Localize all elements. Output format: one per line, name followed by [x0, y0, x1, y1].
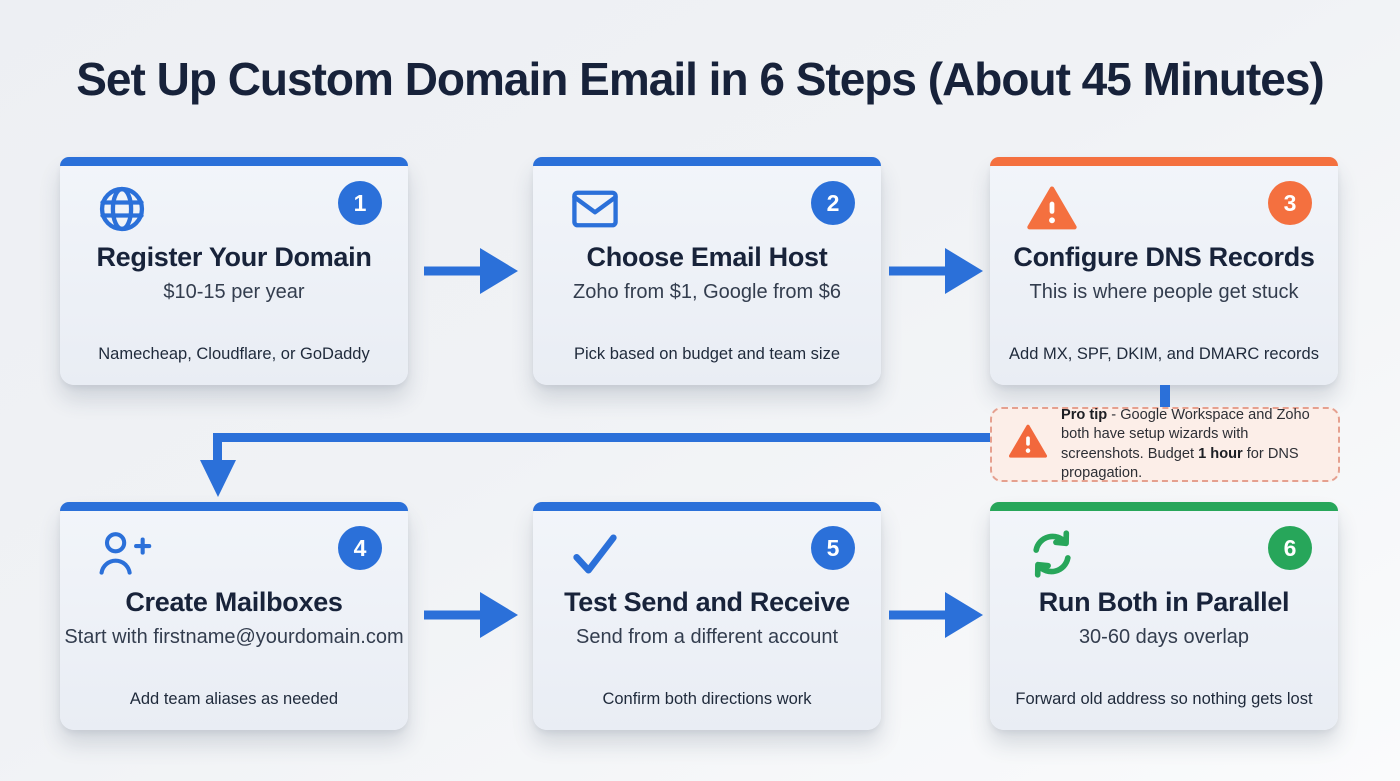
card-accent-bar — [533, 502, 881, 511]
arrow-step2-to-step3 — [889, 247, 983, 295]
protip-callout: Pro tip - Google Workspace and Zoho both… — [990, 407, 1340, 482]
step-number: 1 — [353, 189, 367, 216]
card-accent-bar — [533, 157, 881, 166]
step-number-badge: 6 — [1268, 526, 1312, 570]
step-subtitle: Start with firstname@yourdomain.com — [64, 626, 404, 648]
step-number-badge: 5 — [811, 526, 855, 570]
protip-label: Pro tip — [1061, 407, 1108, 423]
step-number: 3 — [1283, 189, 1297, 216]
protip-bold-duration: 1 hour — [1198, 445, 1243, 462]
arrow-down-to-step4 — [200, 460, 236, 497]
globe-icon — [96, 183, 148, 235]
card-accent-bar — [990, 157, 1338, 166]
step-subtitle: $10-15 per year — [163, 281, 305, 303]
card-accent-bar — [60, 157, 408, 166]
step-number-badge: 1 — [338, 181, 382, 225]
step-number: 2 — [826, 189, 840, 216]
step-title: Choose Email Host — [586, 242, 828, 272]
step-card-2: 2 Choose Email Host Zoho from $1, Google… — [533, 157, 881, 385]
card-accent-bar — [990, 502, 1338, 511]
arrow-step5-to-step6 — [889, 591, 983, 639]
protip-segment: for DNS propagation. — [1061, 445, 1299, 481]
person-plus-icon — [96, 528, 152, 580]
step-card-3: 3 Configure DNS Records This is where pe… — [990, 157, 1338, 385]
connector-row-wrap-horizontal — [213, 433, 990, 442]
step-title: Run Both in Parallel — [1038, 587, 1290, 617]
step-title: Create Mailboxes — [125, 587, 343, 617]
step-subtitle: 30-60 days overlap — [1078, 626, 1250, 648]
step-subtitle: Zoho from $1, Google from $6 — [573, 281, 841, 303]
step-title: Test Send and Receive — [564, 587, 850, 617]
protip-segment: - Google Workspace and Zoho both have se… — [1061, 407, 1310, 462]
check-icon — [569, 528, 621, 580]
step-footer: Forward old address so nothing gets lost — [1015, 690, 1313, 708]
step-subtitle: This is where people get stuck — [1029, 281, 1299, 303]
page-title: Set Up Custom Domain Email in 6 Steps (A… — [76, 53, 1324, 105]
step-subtitle: Send from a different account — [575, 626, 838, 648]
step-card-6: 6 Run Both in Parallel 30-60 days overla… — [990, 502, 1338, 730]
step-card-4: 4 Create Mailboxes Start with firstname@… — [60, 502, 408, 730]
step-footer: Add MX, SPF, DKIM, and DMARC records — [1009, 345, 1319, 363]
step-number-badge: 4 — [338, 526, 382, 570]
step-number-badge: 3 — [1268, 181, 1312, 225]
warning-icon — [1026, 183, 1078, 235]
arrow-step4-to-step5 — [424, 591, 518, 639]
step-footer: Pick based on budget and team size — [573, 345, 840, 363]
step-number: 4 — [353, 534, 367, 561]
connector-row-wrap-vertical — [213, 433, 222, 462]
connector-step3-to-protip — [1160, 385, 1170, 408]
card-accent-bar — [60, 502, 408, 511]
step-number: 5 — [826, 534, 840, 561]
step-footer: Confirm both directions work — [602, 690, 812, 708]
arrow-step1-to-step2 — [424, 247, 518, 295]
envelope-icon — [569, 183, 621, 235]
protip-text: Pro tip - Google Workspace and Zoho both… — [1061, 406, 1325, 483]
step-card-5: 5 Test Send and Receive Send from a diff… — [533, 502, 881, 730]
step-footer: Add team aliases as needed — [129, 690, 339, 708]
step-footer: Namecheap, Cloudflare, or GoDaddy — [98, 345, 370, 363]
step-number-badge: 2 — [811, 181, 855, 225]
sync-icon — [1026, 528, 1078, 580]
step-title: Configure DNS Records — [1013, 242, 1315, 272]
step-title: Register Your Domain — [96, 242, 372, 272]
warning-icon — [1008, 422, 1048, 467]
step-card-1: 1 Register Your Domain $10-15 per year N… — [60, 157, 408, 385]
step-number: 6 — [1283, 534, 1297, 561]
